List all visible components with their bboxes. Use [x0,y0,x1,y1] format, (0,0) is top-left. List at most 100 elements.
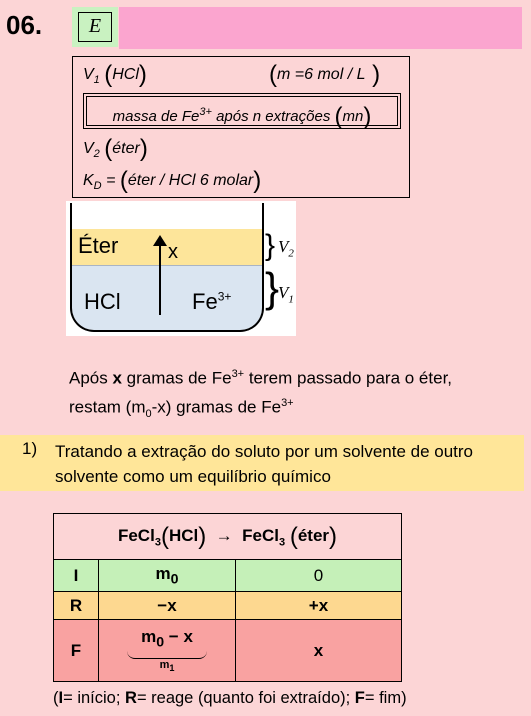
hcl-label: HCl [84,289,121,314]
after-line-1: Após x gramas de Fe3+ terem passado para… [69,362,452,391]
subscript: 1 [169,662,175,673]
legend-text: = início; [63,689,126,707]
x-bold: x [112,368,122,388]
text-span: gramas de Fe [121,368,232,388]
kd-line: KD = (éter / HCl 6 molar) [83,167,261,195]
fe-charge: 3+ [217,289,232,304]
subscript: 3 [154,535,161,548]
text-span: terem passado para o éter, [244,368,453,388]
left-cell: m0 [98,559,236,592]
mass-text: massa de Fe [112,108,200,125]
left-cell: m0 − x m1 [98,619,236,682]
v1-label: V1 [278,283,294,305]
right-cell: +x [235,591,402,620]
v2-label: V2 [278,237,294,259]
kd-equals: = [101,172,120,189]
molarity-value: m =6 mol / L [277,66,366,83]
paren-open: ( [334,103,343,130]
table-row-final: F m0 − x m1 x [53,619,402,682]
minus-x: − x [164,627,193,647]
key-i: I [58,689,64,707]
left-cell: −x [98,591,236,620]
v1-solvent: HCl [112,66,139,83]
product: FeCl [242,525,279,545]
answer-letter: E [78,12,112,42]
answer-box: E [72,7,118,47]
kd-subscript: D [93,180,102,193]
mass-text-post: após n extrações [211,108,335,125]
m-symbol: m [159,658,170,671]
mass-symbol: mn [342,108,364,125]
v1-brace: } [265,264,280,311]
charge: 3+ [231,368,245,380]
right-cell: 0 [235,559,402,592]
v2-solvent: éter [112,140,140,157]
text-span: restam (m [69,397,146,417]
mass-line: massa de Fe3+ após n extrações (mn) [86,96,398,130]
v2-subscript: 2 [288,247,294,260]
highlight-step-1: 1) Tratando a extração do soluto por um … [0,435,524,491]
paren-close: ) [329,522,338,550]
v2-brace: } [265,229,276,262]
paren-close: ) [138,61,147,88]
reaction-equation: FeCl3(HCl) → FeCl3 (éter) [53,513,402,560]
paren-close: ) [139,135,148,162]
m-symbol: m [141,627,157,647]
v1-line: V1 (HCl) [83,61,147,89]
text-span: Após [69,368,113,388]
paren-close: ) [253,167,262,194]
arrow-x-label: x [168,241,178,263]
legend: (I= início; R= reage (quanto foi extraíd… [53,689,407,707]
given-data-box: V1 (HCl) (m =6 mol / L ) massa de Fe3+ a… [72,56,410,198]
title-bar [119,7,522,49]
subscript: 0 [145,407,152,420]
paren-close: ) [365,61,381,88]
fe-ion-label: Fe3+ [192,289,231,315]
molarity-line: (m =6 mol / L ) [269,61,380,89]
legend-text: = fim) [364,689,407,707]
paren-open: ( [289,522,298,550]
m-symbol: m [155,563,171,583]
subscript: 3 [278,535,286,548]
m1-label: m1 [99,659,235,674]
key-f: F [354,689,365,707]
mass-charge: 3+ [199,106,212,118]
hcl-layer [72,266,262,330]
reactant: FeCl [117,525,155,545]
beaker-diagram: Éter x HCl Fe3+ } } V2 V1 [66,201,296,336]
v2-symbol: V [83,140,94,157]
legend-text: = reage (quanto foi extraído); [136,689,355,707]
subscript: 0 [170,571,179,588]
kd-ratio: éter / HCl 6 molar [127,172,254,189]
row-label: F [53,619,99,682]
equilibrium-table: FeCl3(HCl) → FeCl3 (éter) I m0 0 R −x +x… [53,513,402,682]
ether-layer [72,229,262,266]
row-label: R [53,591,99,620]
right-cell: x [235,619,402,682]
paren-open: ( [104,135,113,162]
question-number: 06. [0,2,62,48]
key-r: R [125,689,137,707]
v1-subscript: 1 [288,293,294,306]
equilibrium-header-row: FeCl3(HCl) → FeCl3 (éter) [53,513,402,560]
paren-open: ( [269,61,277,88]
paren-open: ( [160,522,169,550]
subscript: 0 [156,634,165,651]
ether-label: Éter [78,233,119,258]
kd-symbol: K [83,172,94,189]
product-phase: éter [297,525,330,545]
transfer-arrow-head [153,235,167,246]
step-text: Tratando a extração do soluto por um sol… [55,442,474,486]
paren-open: ( [119,167,128,194]
paren-open: ( [104,61,113,88]
v2-line: V2 (éter) [83,135,148,163]
table-row-react: R −x +x [53,591,402,620]
underbrace [127,651,207,659]
charge: 3+ [281,396,294,409]
step-number: 1) [22,439,38,458]
v1-symbol: V [83,66,94,83]
reactant-phase: HCl [168,525,199,545]
row-label: I [53,559,99,592]
mass-box: massa de Fe3+ após n extrações (mn) [83,93,401,130]
reaction-arrow: → [215,525,233,545]
